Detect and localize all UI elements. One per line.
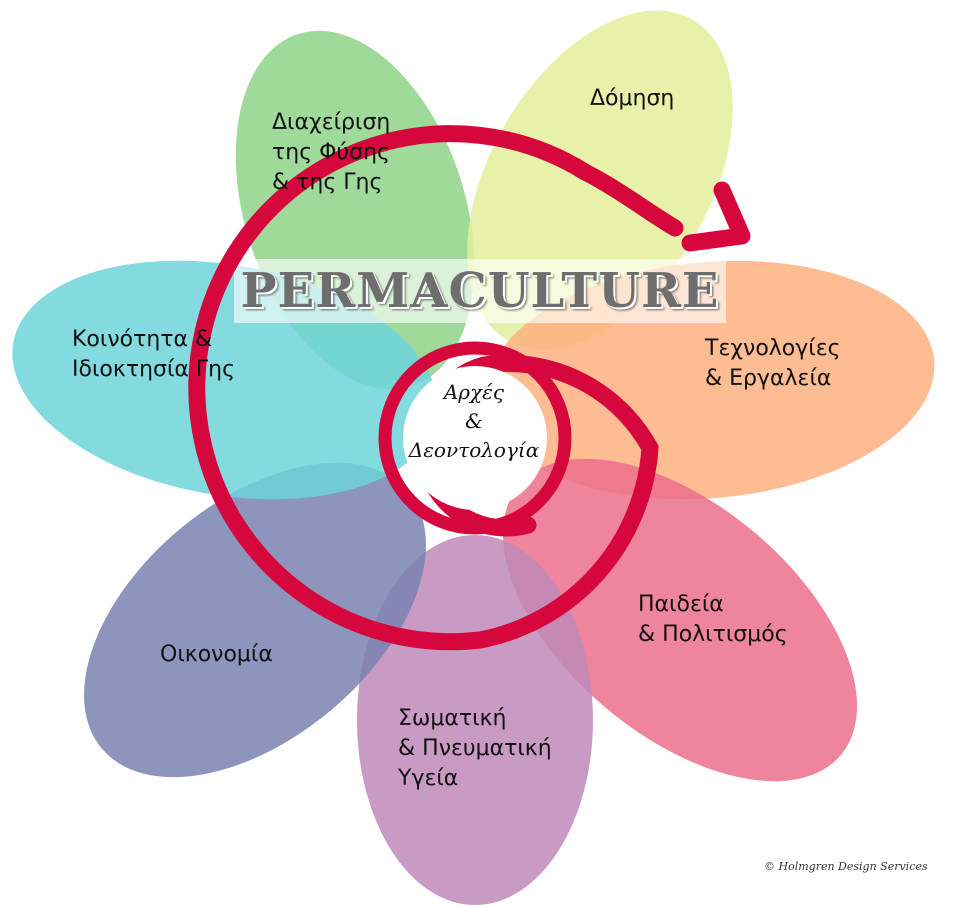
petal-label-line: Οικονομία (160, 642, 273, 667)
petal-label-line: & Πολιτισμός (638, 622, 788, 647)
center-disc (403, 366, 547, 510)
petal-finance-economics (84, 462, 426, 778)
petal-label-land-nature: Διαχείριση της Φύσης & της Γης (272, 108, 390, 198)
copyright-credit: © Holmgren Design Services (764, 860, 928, 873)
center-label-line: & (465, 409, 483, 433)
petal-label-line: Ιδιοκτησία Γης (72, 357, 236, 382)
spiral-arrowhead (681, 181, 751, 252)
petal-label-education-culture: Παιδεία & Πολιτισμός (638, 590, 788, 650)
diagram-title: PERMACULTURE (240, 263, 720, 319)
petal-label-line: Σωματική (398, 706, 507, 731)
title-banner (234, 259, 726, 323)
petal-label-line: Δόμηση (590, 86, 675, 111)
petal-label-line: & Εργαλεία (705, 366, 832, 391)
petal-label-line: & Πνευματική (398, 736, 552, 761)
center-ring (378, 341, 572, 535)
petal-label-line: Τεχνολογίες (705, 336, 841, 361)
center-label-line: Αρχές (443, 380, 505, 404)
petal-label-line: & της Γης (272, 170, 383, 195)
center-label: Αρχές & Δεοντολογία (404, 378, 544, 465)
petal-label-line: Παιδεία (638, 592, 724, 617)
petal-label-line: Υγεία (398, 766, 459, 791)
petal-label-line: Κοινότητα & (72, 327, 213, 352)
petal-label-line: Διαχείριση (272, 110, 391, 135)
petal-label-built-environment: Δόμηση (590, 84, 674, 114)
petal-label-tools-technology: Τεχνολογίες & Εργαλεία (705, 334, 841, 394)
petal-label-land-tenure-community: Κοινότητα & Ιδιοκτησία Γης (72, 325, 235, 385)
petal-label-line: της Φύσης (272, 140, 390, 165)
petal-label-finance-economics: Οικονομία (160, 640, 273, 670)
petal-label-health-wellbeing: Σωματική & Πνευματική Υγεία (398, 704, 552, 794)
center-label-line: Δεοντολογία (408, 438, 540, 462)
petal-education-culture (502, 458, 858, 782)
